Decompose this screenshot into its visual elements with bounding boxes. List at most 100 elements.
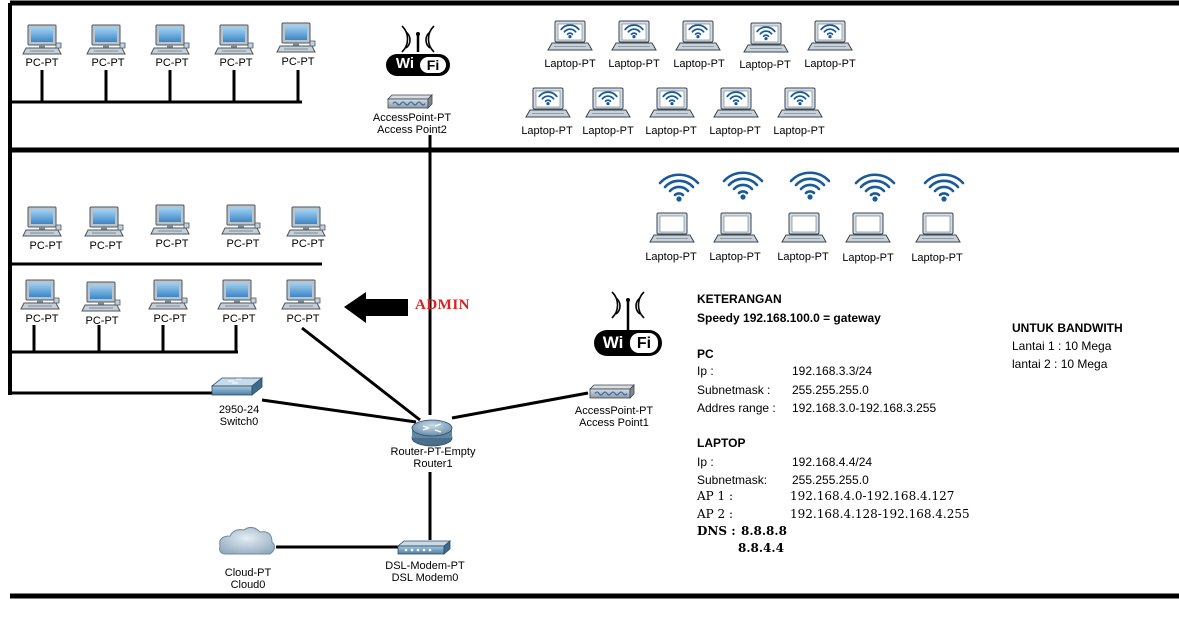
pc-mask-value: 255.255.255.0 [792,383,869,397]
pc-label: PC-PT [281,56,315,68]
wifi-signal-icon [854,173,896,203]
pc-label: PC-PT [153,313,187,325]
pc-icon[interactable] [84,206,124,237]
laptop-icon[interactable] [807,20,853,51]
laptop-icon[interactable] [525,87,571,118]
ground-floor-laptops [649,171,965,243]
pc-icon[interactable] [148,279,188,310]
pc-icon[interactable] [22,206,62,237]
admin-label: ADMIN [415,297,470,313]
lower-pc-bus [10,262,322,395]
wifi-logo-text-fi: Fi [426,57,440,73]
pc-icon[interactable] [214,24,254,55]
ap2-range-value: 192.168.4.128-192.168.4.255 [790,507,970,521]
ap2-label: AP 2 : [697,507,734,521]
top-floor-laptops-row2 [525,87,823,118]
laptop-mask-label: Subnetmask: [697,473,768,487]
laptop-icon[interactable] [781,212,827,243]
ground-floor-pcs-row2 [20,279,321,312]
laptop-section-title: LAPTOP [697,436,746,450]
switch-icon[interactable] [210,377,264,396]
pc-mask-label: Subnetmask : [697,383,771,397]
pc-label: PC-PT [219,57,253,69]
laptop-label: Laptop-PT [911,252,963,264]
wifi-logo-text-fi: Fi [636,335,652,352]
router-icon[interactable] [411,419,453,447]
ap1-label: AP 1 : [697,489,734,503]
pc-icon[interactable] [150,24,190,55]
laptop-icon[interactable] [649,87,695,118]
pc-label: PC-PT [25,313,59,325]
laptop-icon[interactable] [649,212,695,243]
pc-label: PC-PT [89,240,123,252]
pc-range-label: Addres range : [697,401,776,415]
laptop-icon[interactable] [713,212,759,243]
pc-icon[interactable] [217,279,257,310]
pc-icon[interactable] [221,204,261,235]
laptop-label: Laptop-PT [842,252,894,264]
laptop-icon[interactable] [845,212,891,243]
laptop-label: Laptop-PT [739,59,791,71]
laptop-ip-label: Ip : [697,455,714,469]
admin-pc-icon[interactable] [281,279,321,310]
pc-label: PC-PT [25,57,59,69]
pc-label: PC-PT [291,238,325,250]
cloud-icon[interactable] [219,526,276,555]
speedy-gateway-text: Speedy 192.168.100.0 = gateway [697,311,881,325]
wifi-logo-icon [386,25,450,76]
laptop-label: Laptop-PT [709,125,761,137]
access-point2-icon[interactable] [387,94,433,109]
dns1-value: 8.8.8.8 [741,524,787,538]
wifi-signal-icon [923,173,965,203]
pc-icon[interactable] [276,22,316,53]
access-point1-icon[interactable] [589,384,635,399]
pc-icon[interactable] [286,206,326,237]
bandwidth-floor1: Lantai 1 : 10 Mega [1012,339,1112,353]
top-floor-pcs [22,22,316,55]
wifi-signal-icon [658,173,700,203]
wifi-signal-icon [722,171,764,201]
link-switch-router [261,398,417,424]
bandwidth-title: UNTUK BANDWITH [1012,321,1123,335]
wifi-logo-icon [594,291,662,356]
pc-label: PC-PT [155,238,189,250]
pc-icon[interactable] [86,24,126,55]
admin-pc-label: PC-PT [286,313,320,325]
pc-icon[interactable] [20,279,60,310]
wifi-signal-icon [789,171,831,201]
top-floor-laptops-row1 [547,20,853,53]
laptop-icon[interactable] [915,212,961,243]
dns-label: DNS : [697,524,736,538]
laptop-icon[interactable] [585,87,631,118]
ground-floor-pcs-row1 [22,204,326,237]
admin-arrow-icon [344,292,408,323]
top-pc-bus [10,70,302,104]
dns2-value: 8.8.4.4 [738,541,784,555]
laptop-label: Laptop-PT [645,125,697,137]
laptop-icon[interactable] [743,22,789,53]
laptop-icon[interactable] [547,20,593,51]
laptop-icon[interactable] [713,87,759,118]
pc-icon[interactable] [150,204,190,235]
wifi-logo-text-wi: Wi [602,333,624,352]
laptop-label: Laptop-PT [773,125,825,137]
pc-icon[interactable] [22,24,62,55]
link-admin-pc-router [301,326,421,422]
dsl-modem-icon[interactable] [396,540,452,555]
laptop-icon[interactable] [675,20,721,51]
keterangan-title: KETERANGAN [697,292,782,306]
pc-label: PC-PT [222,313,256,325]
laptop-icon[interactable] [777,87,823,118]
laptop-label: Laptop-PT [673,58,725,70]
link-router-ap1 [451,391,589,420]
pc-icon[interactable] [81,281,121,312]
laptop-icon[interactable] [611,20,657,51]
